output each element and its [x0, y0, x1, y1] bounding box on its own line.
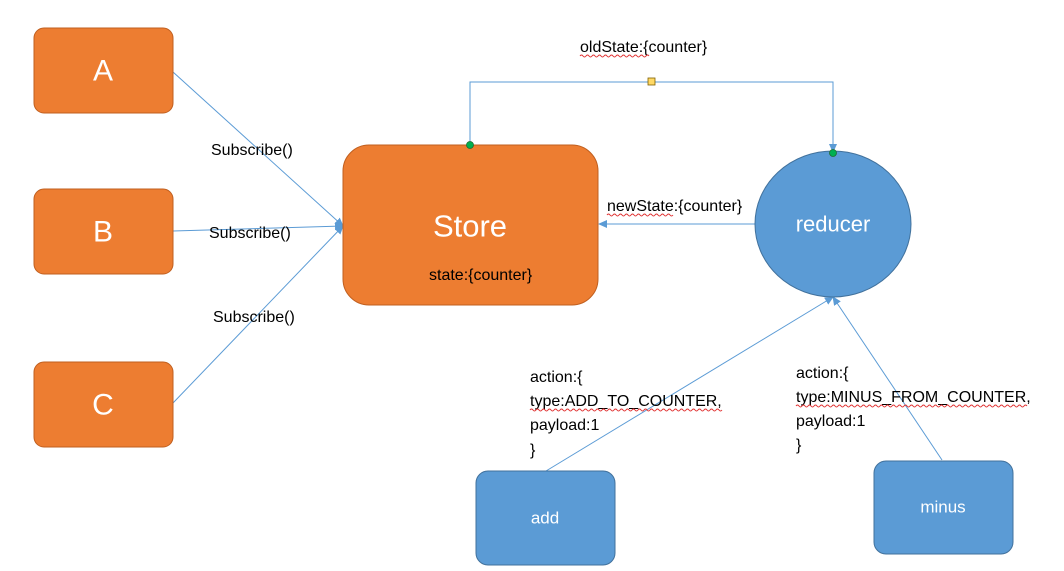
node-minus-label: minus [920, 498, 965, 517]
connector-handle-start[interactable] [466, 141, 474, 149]
edge-minus-to-reducer [832, 296, 943, 461]
edge-store-to-reducer-oldstate [469, 81, 837, 153]
edge-label-subscribe-c: Subscribe() [213, 309, 295, 326]
connector-handle-end[interactable] [829, 149, 837, 157]
node-a-label: A [93, 55, 113, 88]
edge-a-to-store [172, 71, 344, 227]
action-minus-line2: type:MINUS_FROM_COUNTER, [796, 389, 1031, 406]
edge-c-to-store [172, 225, 344, 404]
spellcheck-oldstate-underline [579, 54, 650, 58]
action-add-line1: action:{ [530, 369, 583, 386]
edge-label-subscribe-b: Subscribe() [209, 225, 291, 242]
node-b-label: B [93, 216, 113, 249]
action-add-line2: type:ADD_TO_COUNTER, [530, 393, 722, 410]
node-b[interactable]: B [33, 188, 174, 275]
node-add-label: add [531, 509, 559, 528]
node-reducer-label: reducer [796, 212, 871, 237]
connector-adjust-handle[interactable] [647, 77, 656, 86]
node-store-state: state:{counter} [429, 267, 533, 284]
node-a-shape [33, 27, 174, 114]
spellcheck-add-type-underline [529, 408, 723, 412]
node-b-shape [33, 188, 174, 275]
node-store[interactable]: Store state:{counter} [342, 144, 599, 306]
action-add-line4: } [530, 442, 536, 459]
action-add-text: action:{ type:ADD_TO_COUNTER, payload:1 … [529, 369, 723, 459]
node-minus-shape [873, 460, 1014, 555]
node-add-shape [475, 470, 616, 566]
action-minus-line1: action:{ [796, 365, 849, 382]
node-c-label: C [92, 389, 114, 422]
node-add[interactable]: add [475, 470, 616, 566]
edge-label-oldstate: oldState:{counter} [580, 39, 708, 56]
node-minus[interactable]: minus [873, 460, 1014, 555]
spellcheck-minus-type-underline [795, 404, 1028, 408]
action-minus-line4: } [796, 437, 802, 454]
spellcheck-newstate-underline [606, 213, 674, 217]
action-minus-text: action:{ type:MINUS_FROM_COUNTER, payloa… [795, 365, 1031, 454]
action-minus-line3: payload:1 [796, 413, 865, 430]
node-c-shape [33, 361, 174, 448]
edge-b-to-store [172, 222, 344, 232]
edge-add-to-reducer [545, 296, 834, 472]
edge-label-newstate: newState:{counter} [607, 198, 743, 215]
node-a[interactable]: A [33, 27, 174, 114]
action-add-line3: payload:1 [530, 417, 599, 434]
node-c[interactable]: C [33, 361, 174, 448]
node-store-title: Store [433, 209, 507, 244]
node-reducer[interactable]: reducer [754, 150, 912, 298]
edge-label-subscribe-a: Subscribe() [211, 142, 293, 159]
